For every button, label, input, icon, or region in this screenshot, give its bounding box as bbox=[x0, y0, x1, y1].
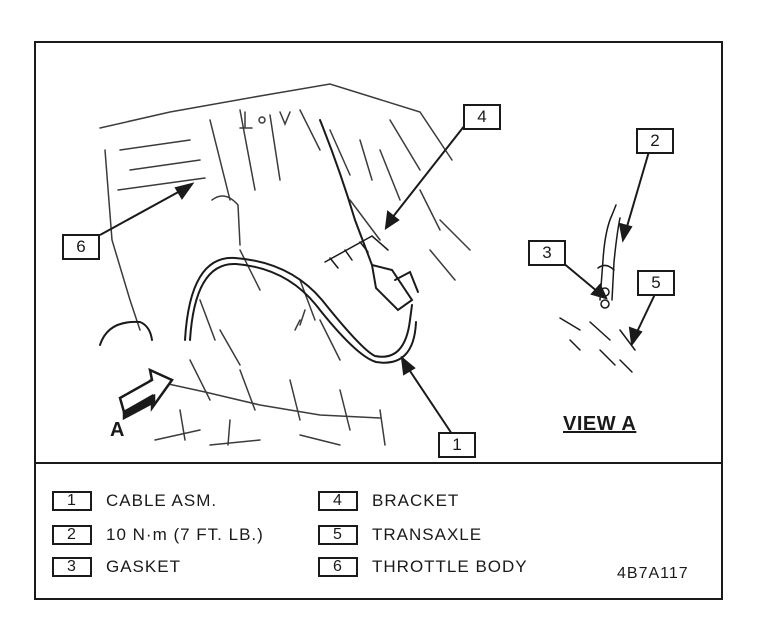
leader-5 bbox=[635, 291, 657, 335]
legend-number: 2 bbox=[52, 525, 92, 545]
legend-item-4: 4 BRACKET bbox=[318, 489, 459, 513]
view-a-detail bbox=[559, 204, 636, 373]
legend-text: GASKET bbox=[106, 557, 181, 576]
view-a-label: VIEW A bbox=[563, 413, 637, 435]
engine-sketch bbox=[99, 83, 471, 446]
legend-number: 3 bbox=[52, 557, 92, 577]
leader-4 bbox=[391, 124, 466, 219]
legend-number: 6 bbox=[318, 557, 358, 577]
legend-text: THROTTLE BODY bbox=[372, 557, 528, 576]
throttle-cable bbox=[184, 119, 419, 364]
legend-item-6: 6 THROTTLE BODY bbox=[318, 555, 528, 579]
legend-text: BRACKET bbox=[372, 491, 460, 510]
legend-item-5: 5 TRANSAXLE bbox=[318, 523, 482, 547]
leader-6 bbox=[99, 189, 183, 236]
legend-text: 10 N·m (7 FT. LB.) bbox=[106, 525, 264, 544]
figure-frame bbox=[34, 41, 723, 600]
callout-4: 4 bbox=[463, 104, 501, 130]
legend-text: TRANSAXLE bbox=[372, 525, 483, 544]
leader-2 bbox=[625, 147, 651, 231]
leader-3 bbox=[561, 261, 599, 293]
callout-2: 2 bbox=[636, 128, 674, 154]
callout-5: 5 bbox=[637, 270, 675, 296]
bracket bbox=[324, 235, 389, 269]
view-a-arrow bbox=[118, 367, 174, 421]
leader-1 bbox=[407, 367, 457, 441]
legend-divider bbox=[34, 462, 723, 464]
legend-number: 4 bbox=[318, 491, 358, 511]
callout-3: 3 bbox=[528, 240, 566, 266]
figure-code: 4B7A117 bbox=[617, 565, 689, 582]
legend-item-3: 3 GASKET bbox=[52, 555, 181, 579]
view-arrow-letter: A bbox=[110, 419, 125, 441]
legend-text: CABLE ASM. bbox=[106, 491, 218, 510]
callout-6: 6 bbox=[62, 234, 100, 260]
legend-number: 5 bbox=[318, 525, 358, 545]
legend-item-1: 1 CABLE ASM. bbox=[52, 489, 217, 513]
legend-number: 1 bbox=[52, 491, 92, 511]
hose bbox=[99, 320, 153, 346]
callout-1: 1 bbox=[438, 432, 476, 458]
legend-item-2: 2 10 N·m (7 FT. LB.) bbox=[52, 523, 264, 547]
